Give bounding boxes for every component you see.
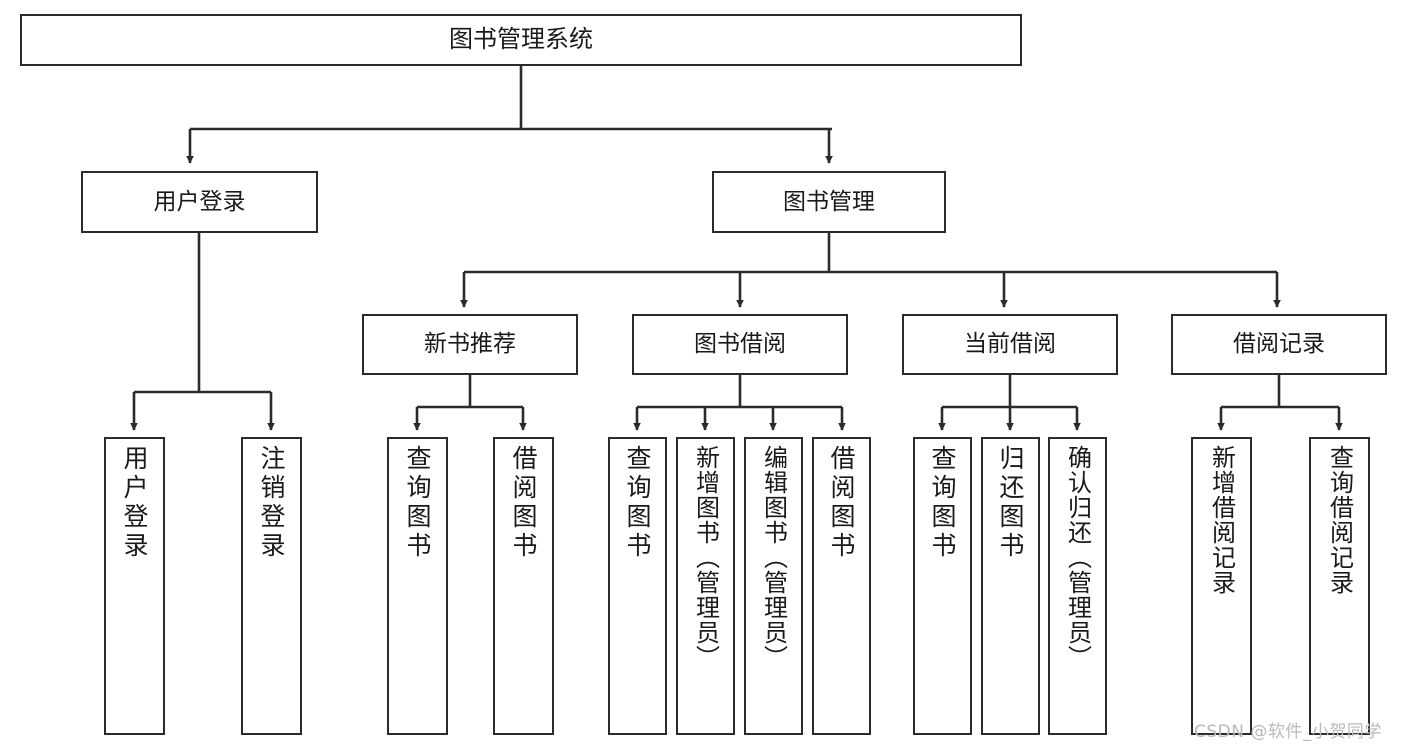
leaf-query-borrow-record[interactable]: 查询借阅记录 (1309, 437, 1370, 735)
leaf-query-book-borrow[interactable]: 查询图书 (608, 437, 667, 735)
node-label: 查询图书 (928, 445, 957, 561)
watermark-csdn: CSDN @软件_小贺同学 (1194, 722, 1382, 742)
node-label: 图书借阅 (694, 331, 786, 358)
node-borrow-record[interactable]: 借阅记录 (1171, 314, 1387, 375)
node-new-book-recommend[interactable]: 新书推荐 (362, 314, 578, 375)
node-label: 当前借阅 (964, 331, 1056, 358)
node-book-manage[interactable]: 图书管理 (712, 171, 946, 233)
node-label: 确认归还（管理员） (1063, 445, 1092, 670)
node-label: 借阅图书 (509, 445, 538, 561)
leaf-add-book[interactable]: 新增图书（管理员） (676, 437, 735, 735)
node-label: 新书推荐 (424, 331, 516, 358)
node-label: 借阅记录 (1233, 331, 1325, 358)
node-label: 查询图书 (623, 445, 652, 561)
node-current-borrow[interactable]: 当前借阅 (902, 314, 1118, 375)
node-label: 归还图书 (996, 445, 1025, 561)
node-label: 新增借阅记录 (1207, 445, 1236, 595)
node-label: 注销登录 (257, 445, 286, 561)
node-label: 用户登录 (120, 445, 149, 561)
leaf-edit-book[interactable]: 编辑图书（管理员） (744, 437, 803, 735)
leaf-borrow-book[interactable]: 借阅图书 (812, 437, 871, 735)
node-book-borrow[interactable]: 图书借阅 (632, 314, 848, 375)
leaf-confirm-return[interactable]: 确认归还（管理员） (1048, 437, 1107, 735)
node-label: 图书管理系统 (449, 25, 593, 54)
leaf-logout-login[interactable]: 注销登录 (241, 437, 302, 735)
node-label: 借阅图书 (827, 445, 856, 561)
leaf-return-book[interactable]: 归还图书 (981, 437, 1040, 735)
node-user-login[interactable]: 用户登录 (81, 171, 318, 233)
node-label: 查询图书 (403, 445, 432, 561)
node-root-system[interactable]: 图书管理系统 (20, 14, 1022, 66)
node-label: 图书管理 (783, 188, 875, 215)
node-label: 用户登录 (153, 188, 246, 215)
leaf-query-book-recommend[interactable]: 查询图书 (387, 437, 448, 735)
leaf-borrow-book-recommend[interactable]: 借阅图书 (493, 437, 554, 735)
node-label: 新增图书（管理员） (691, 445, 720, 670)
node-label: 编辑图书（管理员） (759, 445, 788, 670)
leaf-query-book-current[interactable]: 查询图书 (913, 437, 972, 735)
leaf-user-login[interactable]: 用户登录 (104, 437, 165, 735)
node-label: 查询借阅记录 (1325, 445, 1354, 595)
leaf-add-borrow-record[interactable]: 新增借阅记录 (1191, 437, 1252, 735)
